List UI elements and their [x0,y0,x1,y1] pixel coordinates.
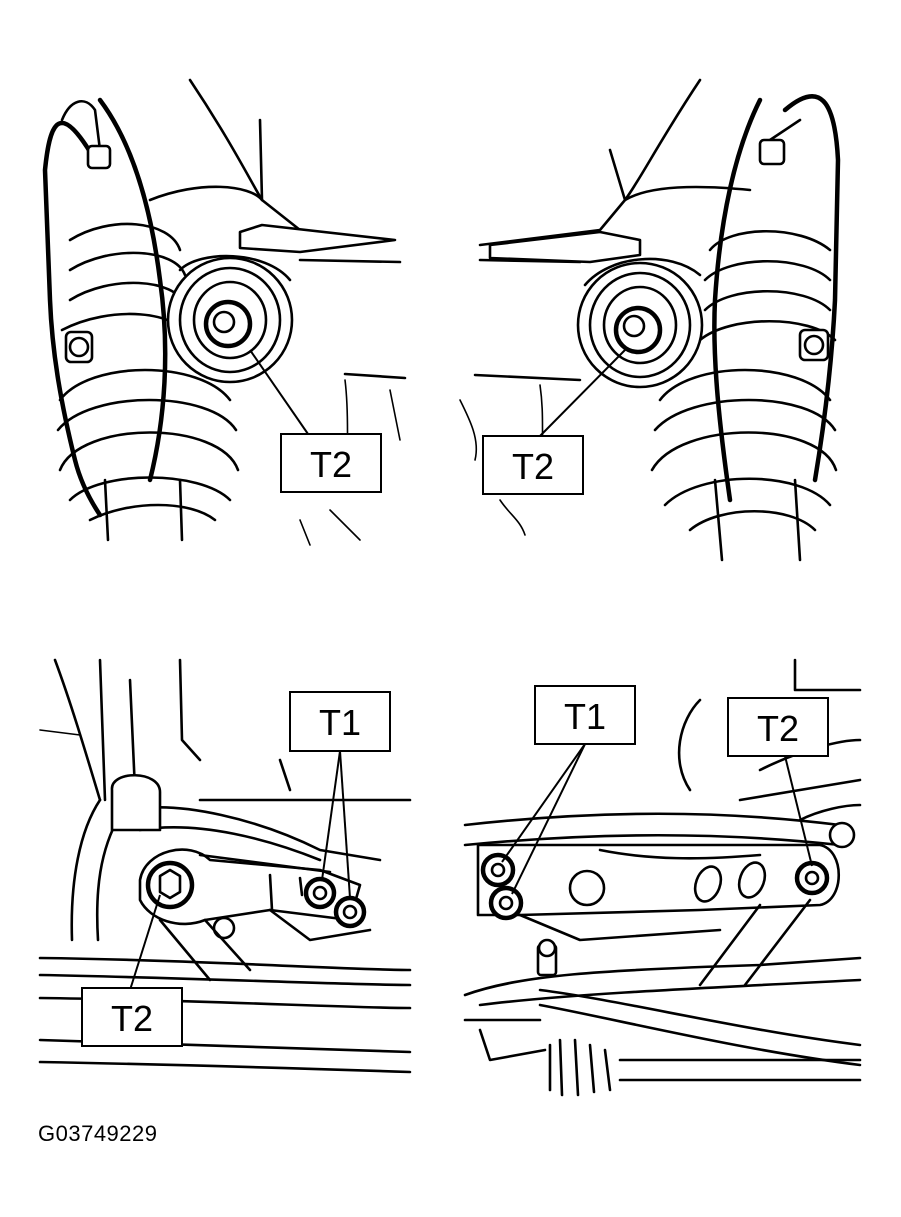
label-top-left-t2: T2 [310,444,352,485]
panel-bottom-left: T1 T2 [38,658,412,1074]
label-bottom-left-t1: T1 [319,702,361,743]
label-box-bottom-right-t2 [727,697,829,757]
leader-bottom-right-t2 [784,755,813,867]
label-bottom-left-t2: T2 [111,998,153,1039]
panel-bottom-right: T1 T2 [463,658,862,1097]
label-box-bottom-left-t1 [289,691,391,752]
panel-top-left: T2 [42,78,407,546]
leader-top-left-t2 [249,349,309,435]
label-bottom-right-t1: T1 [564,696,606,737]
panel-top-right: T2 [459,78,841,562]
label-box-bottom-left-t2 [81,987,183,1047]
leader-bottom-right-t1a [501,743,586,863]
label-top-right-t2: T2 [512,446,554,487]
label-box-top-left-t2 [280,433,382,493]
leader-bottom-left-t1b [339,750,351,899]
leader-bottom-right-t1b [511,743,586,895]
label-bottom-right-t2: T2 [757,708,799,749]
figure-code: G03749229 [38,1121,158,1146]
leader-bottom-left-t1a [321,750,341,881]
leader-top-right-t2 [539,349,626,437]
label-box-top-right-t2 [482,435,584,495]
leader-bottom-left-t2 [129,894,161,991]
label-box-bottom-right-t1 [534,685,636,745]
